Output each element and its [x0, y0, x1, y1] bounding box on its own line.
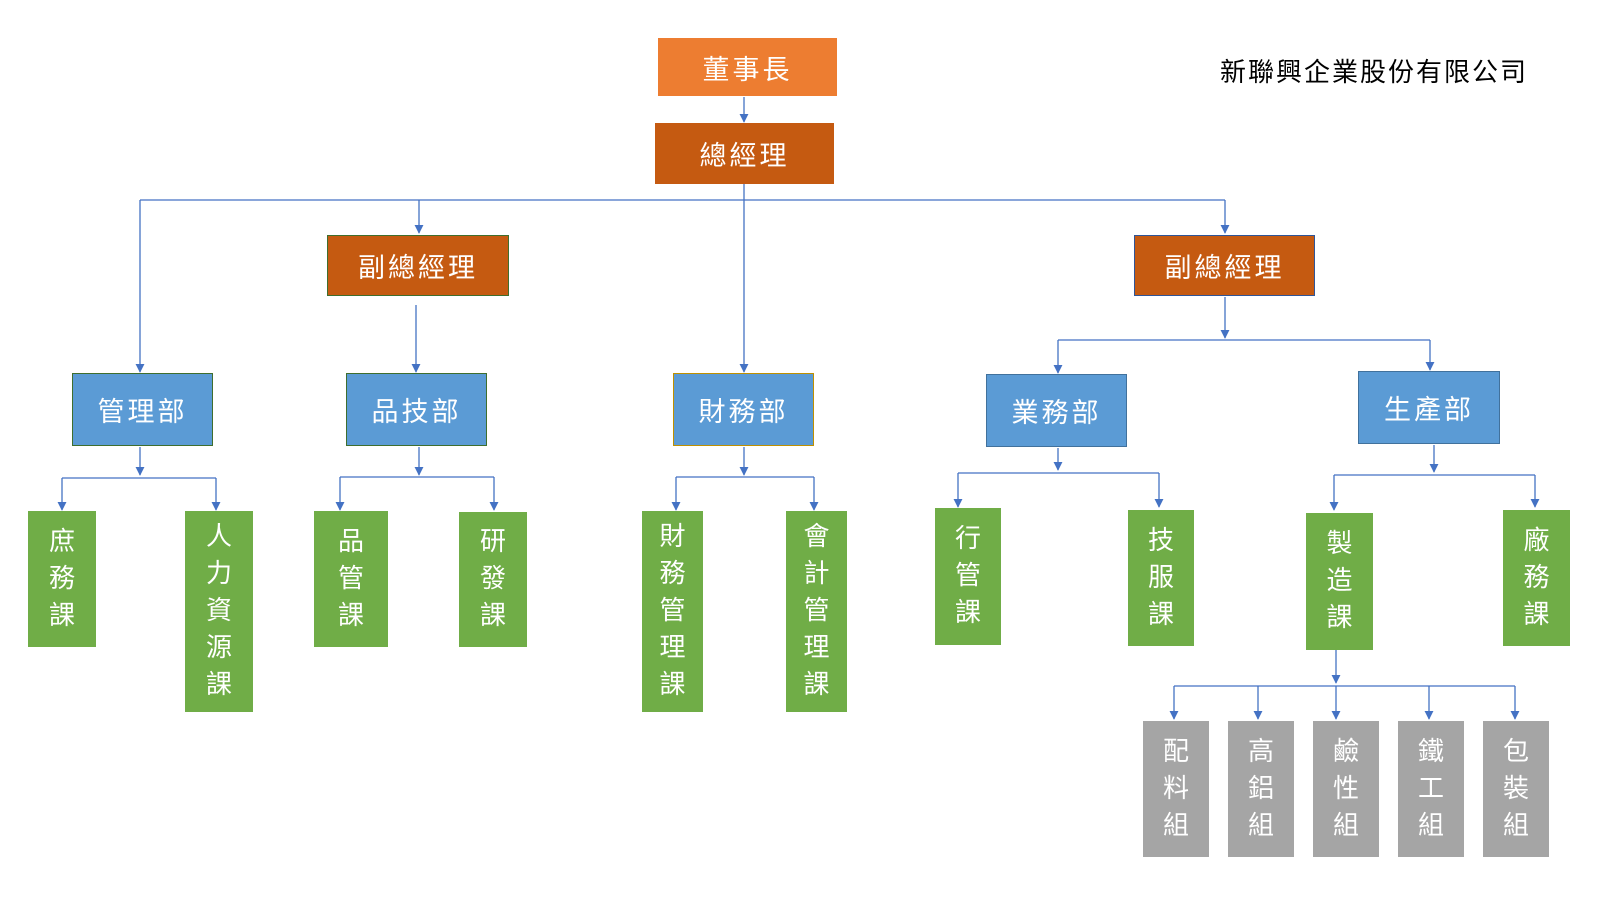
alkali-group-box: 鹼性組 — [1313, 721, 1379, 857]
production-dept-box: 生產部 — [1358, 371, 1500, 444]
general-manager-box: 總經理 — [655, 123, 834, 184]
human-resources-section-box: 人力資源課 — [185, 511, 253, 712]
iron-work-group-box: 鐵工組 — [1398, 721, 1464, 857]
admin-management-label: 行管課 — [954, 524, 981, 628]
quality-control-label: 品管課 — [337, 526, 364, 631]
plant-affairs-label: 廠務課 — [1523, 525, 1550, 630]
rnd-label: 研發課 — [479, 527, 506, 631]
compounding-group-box: 配料組 — [1143, 721, 1209, 857]
human-resources-label: 人力資源課 — [205, 522, 232, 700]
admin-management-section-box: 行管課 — [935, 508, 1001, 645]
vice-gm-right-box: 副總經理 — [1134, 235, 1315, 296]
accounting-management-section-box: 會計管理課 — [786, 511, 847, 712]
tech-service-section-box: 技服課 — [1128, 510, 1194, 646]
packaging-group-box: 包裝組 — [1483, 721, 1549, 857]
financial-management-section-box: 財務管理課 — [642, 511, 703, 712]
accounting-management-label: 會計管理課 — [803, 522, 830, 700]
management-dept-box: 管理部 — [72, 373, 213, 446]
company-name: 新聯興企業股份有限公司 — [1220, 58, 1529, 88]
vice-gm-left-box: 副總經理 — [327, 235, 509, 296]
general-affairs-label: 庶務課 — [48, 526, 75, 631]
chairman-box: 董事長 — [658, 38, 837, 96]
high-aluminum-group-box: 高鋁組 — [1228, 721, 1294, 857]
high-aluminum-label: 高鋁組 — [1247, 736, 1274, 841]
rnd-section-box: 研發課 — [459, 512, 527, 647]
compounding-label: 配料組 — [1162, 736, 1189, 841]
tech-service-label: 技服課 — [1147, 525, 1174, 630]
quality-tech-dept-box: 品技部 — [346, 373, 487, 446]
alkali-label: 鹼性組 — [1332, 736, 1359, 841]
iron-work-label: 鐵工組 — [1417, 736, 1444, 841]
financial-management-label: 財務管理課 — [659, 522, 686, 700]
quality-control-section-box: 品管課 — [314, 511, 388, 647]
general-affairs-section-box: 庶務課 — [28, 511, 96, 647]
plant-affairs-section-box: 廠務課 — [1503, 510, 1570, 646]
manufacturing-section-box: 製造課 — [1306, 513, 1373, 650]
finance-dept-box: 財務部 — [673, 373, 814, 446]
packaging-label: 包裝組 — [1502, 736, 1529, 841]
business-dept-box: 業務部 — [986, 374, 1127, 447]
manufacturing-label: 製造課 — [1326, 529, 1353, 633]
